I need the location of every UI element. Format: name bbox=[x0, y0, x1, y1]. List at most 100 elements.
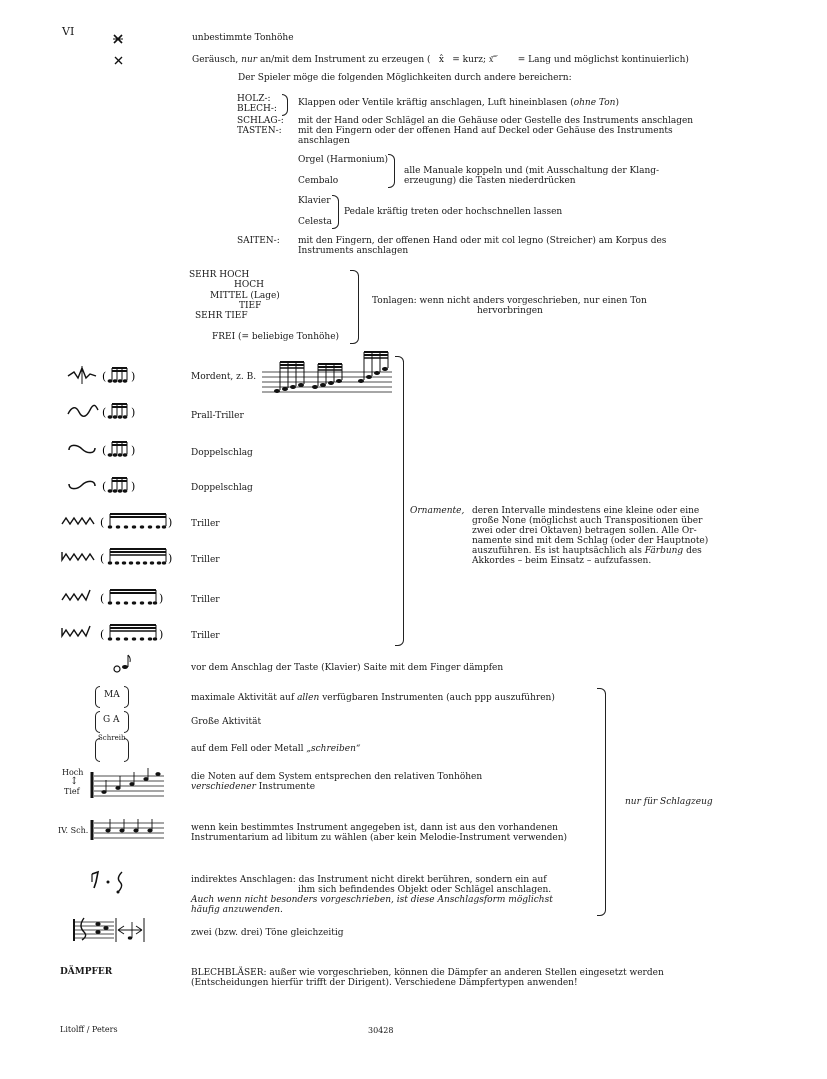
blech-label: BLECH-: bbox=[237, 104, 277, 114]
svg-text:(: ( bbox=[100, 628, 104, 641]
prall-label: Prall-Triller bbox=[191, 411, 244, 421]
saiten-text-1: mit den Fingern, der offenen Hand oder m… bbox=[298, 236, 667, 246]
svg-text:(: ( bbox=[102, 370, 106, 383]
indirect-text-4: häufig anzuwenden. bbox=[191, 905, 283, 915]
svg-text:(: ( bbox=[102, 480, 106, 493]
klavier-label: Klavier bbox=[298, 196, 331, 206]
orgel-cembalo-brace bbox=[388, 154, 395, 188]
tasten-label: TASTEN-: bbox=[237, 126, 282, 136]
four-line-percussion-staff bbox=[90, 819, 164, 840]
svg-text:): ) bbox=[131, 370, 135, 383]
ga-text: Große Aktivität bbox=[191, 717, 262, 727]
indefinite-pitch-notehead-icon bbox=[113, 34, 123, 44]
indirect-text-3: Auch wenn nicht besonders vorgeschrieben… bbox=[191, 895, 553, 905]
ornaments-brace bbox=[395, 356, 404, 646]
doppelschlag-label-2: Doppelschlag bbox=[191, 483, 253, 493]
ga-label: G A bbox=[103, 715, 120, 725]
saiten-text-2: Instruments anschlagen bbox=[298, 246, 409, 256]
ornaments-desc-3: zwei oder drei Oktaven) betragen sollen.… bbox=[472, 526, 697, 536]
register-frei: FREI (= beliebige Tonhöhe) bbox=[212, 332, 340, 342]
footer-publisher: Litolff / Peters bbox=[60, 1025, 118, 1034]
triller-label-1: Triller bbox=[191, 519, 220, 529]
schlag-label: SCHLAG-: bbox=[237, 116, 284, 126]
noise-text: Geräusch, nur an/mit dem Instrument zu e… bbox=[192, 55, 689, 65]
triller-label-2: Triller bbox=[191, 555, 220, 565]
svg-text:): ) bbox=[131, 444, 135, 457]
triller-label-3: Triller bbox=[191, 595, 220, 605]
triller-label-4: Triller bbox=[191, 631, 220, 641]
holz-blech-text: Klappen oder Ventile kräftig anschlagen,… bbox=[298, 98, 619, 108]
celesta-label: Celesta bbox=[298, 217, 333, 227]
hoch-text-2: verschiedener Instrumente bbox=[191, 782, 316, 792]
ma-bracket-left bbox=[95, 686, 100, 708]
tasten-text-1: mit den Fingern oder der offenen Hand au… bbox=[298, 126, 673, 136]
triller-symbol-icon-2: ( ) bbox=[61, 548, 172, 565]
klavier-celesta-brace bbox=[332, 195, 339, 229]
indirect-strike-icon bbox=[91, 870, 123, 894]
indirect-text-1: indirektes Anschlagen: das Instrument ni… bbox=[191, 875, 547, 885]
orgel-text-2: erzeugung) die Tasten niederdrücken bbox=[404, 176, 576, 186]
zwei-text: zwei (bzw. drei) Töne gleichzeitig bbox=[191, 928, 344, 938]
ornaments-label: Ornamente, bbox=[410, 506, 465, 516]
svg-text:(: ( bbox=[100, 516, 104, 529]
ornaments-desc-4: namente sind mit dem Schlag (oder der Ha… bbox=[472, 536, 709, 546]
doppelschlag-label-1: Doppelschlag bbox=[191, 448, 253, 458]
orgel-text-1: alle Manuale koppeln und (mit Ausschaltu… bbox=[404, 166, 660, 176]
ivsch-label: IV. Sch. bbox=[58, 826, 89, 835]
ga-bracket-right bbox=[124, 711, 129, 733]
noise-intro: Der Spieler möge die folgenden Möglichke… bbox=[238, 73, 572, 83]
daempfer-text-2: (Entscheidungen hierfür trifft der Dirig… bbox=[191, 978, 578, 988]
hoch-text-1: die Noten auf dem System entsprechen den… bbox=[191, 772, 483, 782]
mordent-symbol-icon: ( ) bbox=[67, 366, 135, 384]
hoch-label: Hoch bbox=[62, 768, 84, 777]
register-sehr-tief: SEHR TIEF bbox=[195, 311, 248, 321]
svg-text:): ) bbox=[159, 592, 163, 605]
triller-symbol-icon-1: ( ) bbox=[61, 513, 172, 529]
ivsch-text-2: Instrumentarium ad libitum zu wählen (ab… bbox=[191, 833, 568, 843]
triller-symbol-icon-3: ( ) bbox=[61, 589, 163, 605]
long-noise-icon: x͞‾ bbox=[488, 55, 498, 65]
relative-pitch-staff bbox=[90, 768, 164, 798]
klavier-text: Pedale kräftig treten oder hochschnellen… bbox=[344, 207, 563, 217]
cembalo-label: Cembalo bbox=[298, 176, 339, 186]
ornaments-desc-6: Akkordes – beim Einsatz – aufzufassen. bbox=[472, 556, 652, 566]
page-number: VI bbox=[62, 25, 75, 38]
orgel-label: Orgel (Harmonium) bbox=[298, 155, 389, 165]
svg-text:(: ( bbox=[100, 592, 104, 605]
tief-label: Tief bbox=[64, 787, 80, 796]
svg-text:): ) bbox=[131, 406, 135, 419]
damped-note-icon bbox=[113, 654, 131, 673]
doppelschlag-symbol-icon: ( ) bbox=[68, 441, 135, 457]
noise-notehead-icon bbox=[114, 56, 123, 65]
ma-text: maximale Aktivität auf allen verfügbaren… bbox=[191, 693, 555, 703]
damp-text: vor dem Anschlag der Taste (Klavier) Sai… bbox=[191, 663, 504, 673]
registers-brace bbox=[350, 270, 359, 344]
daempfer-text-1: BLECHBLÄSER: außer wie vorgeschrieben, k… bbox=[191, 968, 664, 978]
ma-bracket-right bbox=[124, 686, 129, 708]
ornaments-desc-5: auszuführen. Es ist hauptsächlich als Fä… bbox=[472, 546, 702, 556]
schlag-text: mit der Hand oder Schlägel an die Gehäus… bbox=[298, 116, 694, 126]
prall-triller-symbol-icon: ( ) bbox=[67, 403, 135, 419]
ornaments-desc-1: deren Intervalle mindestens eine kleine … bbox=[472, 506, 700, 516]
svg-text:(: ( bbox=[100, 552, 104, 565]
indirect-text-2: ihm sich befindendes Objekt oder Schläge… bbox=[298, 885, 552, 895]
percussion-label: nur für Schlagzeug bbox=[625, 797, 713, 807]
triller-symbol-icon-4: ( ) bbox=[61, 624, 163, 641]
mordent-example-staff bbox=[262, 351, 392, 393]
ivsch-text-1: wenn kein bestimmtes Instrument angegebe… bbox=[191, 823, 558, 833]
ma-label: MA bbox=[104, 690, 120, 700]
inverted-doppelschlag-symbol-icon: ( ) bbox=[68, 477, 135, 493]
register-mittel: MITTEL (Lage) bbox=[210, 291, 280, 301]
schreib-text: auf dem Fell oder Metall „schreiben“ bbox=[191, 744, 361, 754]
holz-blech-brace bbox=[282, 94, 288, 116]
svg-text:): ) bbox=[131, 480, 135, 493]
percussion-brace bbox=[597, 688, 606, 916]
register-tief: TIEF bbox=[239, 301, 262, 311]
schreib-bracket-left bbox=[95, 738, 100, 762]
indefinite-pitch-text: unbestimmte Tonhöhe bbox=[192, 33, 294, 43]
register-sehr-hoch: SEHR HOCH bbox=[189, 270, 250, 280]
svg-text:): ) bbox=[168, 552, 172, 565]
footer-code: 30428 bbox=[368, 1026, 394, 1035]
ga-bracket-left bbox=[95, 711, 100, 733]
holz-label: HOLZ-: bbox=[237, 94, 271, 104]
